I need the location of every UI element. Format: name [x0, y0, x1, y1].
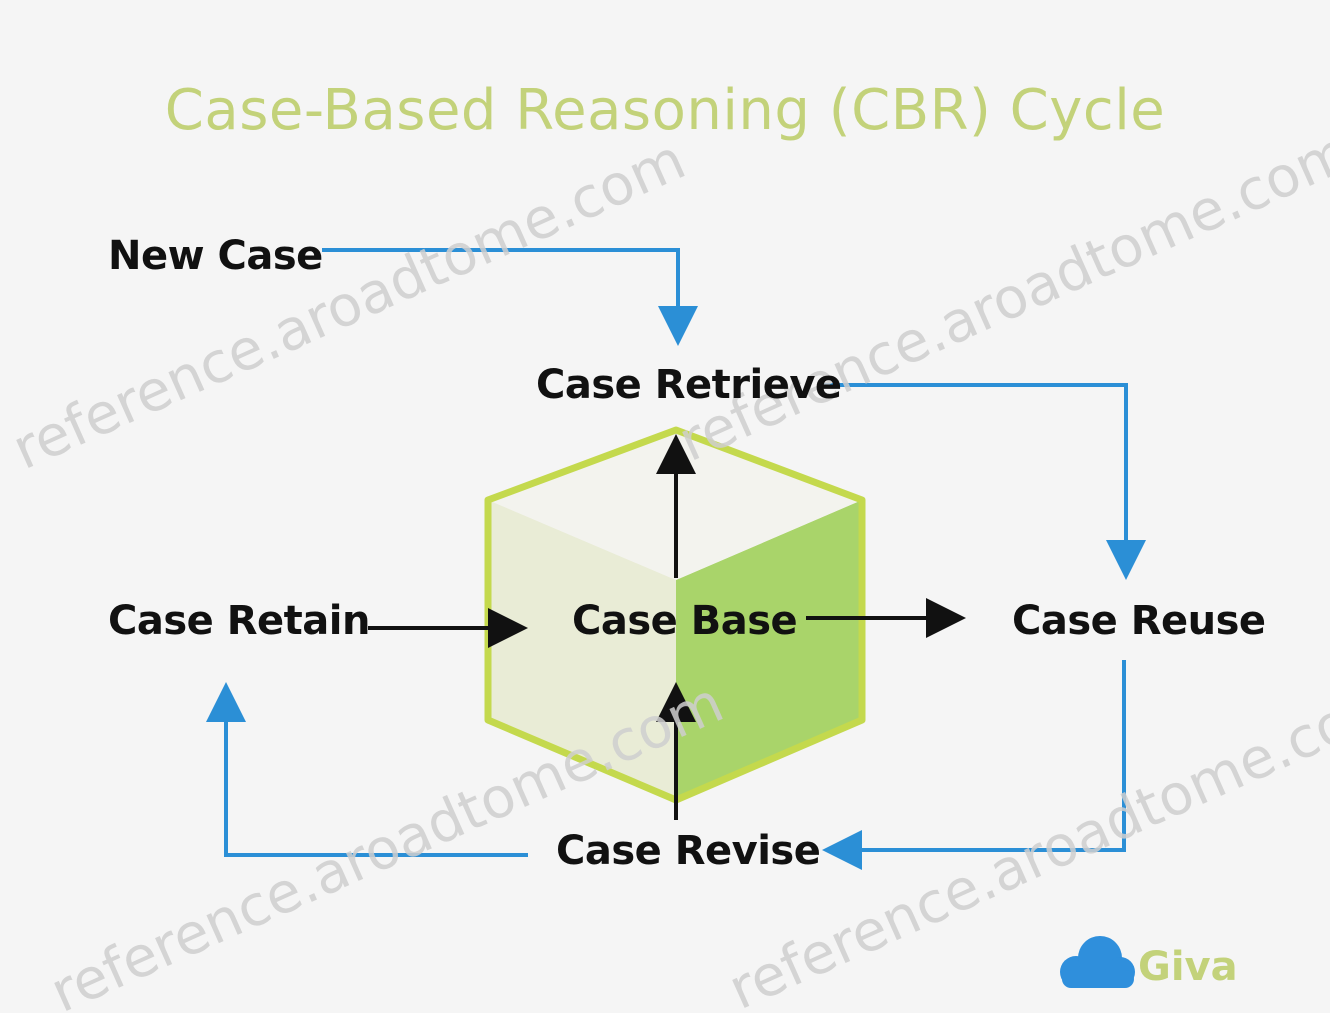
cube-right-face [676, 500, 862, 800]
diagram-title: Case-Based Reasoning (CBR) Cycle [164, 78, 1166, 143]
node-case-base: Case Base [572, 598, 798, 644]
case-base-cube [484, 426, 866, 804]
brand-name: Giva [1138, 944, 1238, 990]
cloud-icon [1060, 936, 1135, 988]
blue-arrows [206, 248, 1146, 870]
node-case-retain: Case Retain [108, 598, 370, 644]
arrow-revise-to-retain [206, 682, 528, 857]
black-arrows [368, 434, 966, 820]
cube-outline [484, 426, 866, 804]
arrow-reuse-to-revise [822, 660, 1126, 870]
arrow-new-case-to-retrieve [322, 248, 698, 346]
node-new-case: New Case [108, 233, 323, 279]
node-case-reuse: Case Reuse [1012, 598, 1266, 644]
arrow-retrieve-to-reuse [820, 383, 1146, 580]
watermark-text: reference.aroadtome.com [669, 119, 1330, 475]
cube-left-face [488, 500, 676, 800]
node-case-revise: Case Revise [556, 828, 821, 874]
node-case-retrieve: Case Retrieve [536, 362, 842, 408]
watermark-text: reference.aroadtome.com [3, 127, 695, 483]
